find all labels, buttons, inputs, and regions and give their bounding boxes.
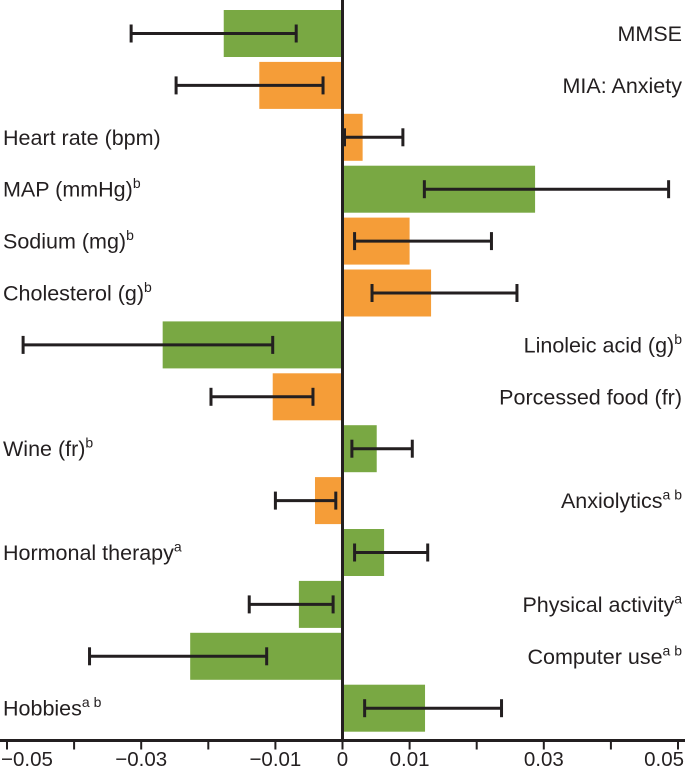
category-label: Hormonal therapya bbox=[3, 539, 182, 566]
category-label: Porcessed food (fr) bbox=[499, 385, 682, 409]
category-label: Physical activitya bbox=[522, 590, 682, 617]
category-label: Heart rate (bpm) bbox=[3, 126, 161, 150]
category-label: Cholesterol (g)b bbox=[3, 279, 152, 306]
category-label: Wine (fr)b bbox=[3, 435, 93, 462]
category-label: MIA: Anxiety bbox=[563, 74, 683, 98]
x-tick-label: −0.01 bbox=[249, 748, 301, 771]
x-tick-label: −0.03 bbox=[115, 748, 167, 771]
x-tick-label: 0.05 bbox=[644, 748, 684, 771]
category-label: Hobbiesa b bbox=[3, 694, 102, 721]
category-label: Anxiolyticsa b bbox=[561, 487, 682, 513]
category-label: Computer usea b bbox=[527, 642, 682, 669]
category-label: MAP (mmHg)b bbox=[3, 175, 141, 202]
category-label: Sodium (mg)b bbox=[3, 227, 134, 254]
category-label: MMSE bbox=[618, 22, 683, 46]
x-tick-label: −0.05 bbox=[1, 748, 53, 771]
x-tick-label: 0 bbox=[337, 748, 348, 771]
x-tick-label: 0.03 bbox=[524, 748, 564, 771]
category-label: Linoleic acid (g)b bbox=[524, 331, 683, 358]
x-tick-label: 0.01 bbox=[390, 748, 430, 771]
